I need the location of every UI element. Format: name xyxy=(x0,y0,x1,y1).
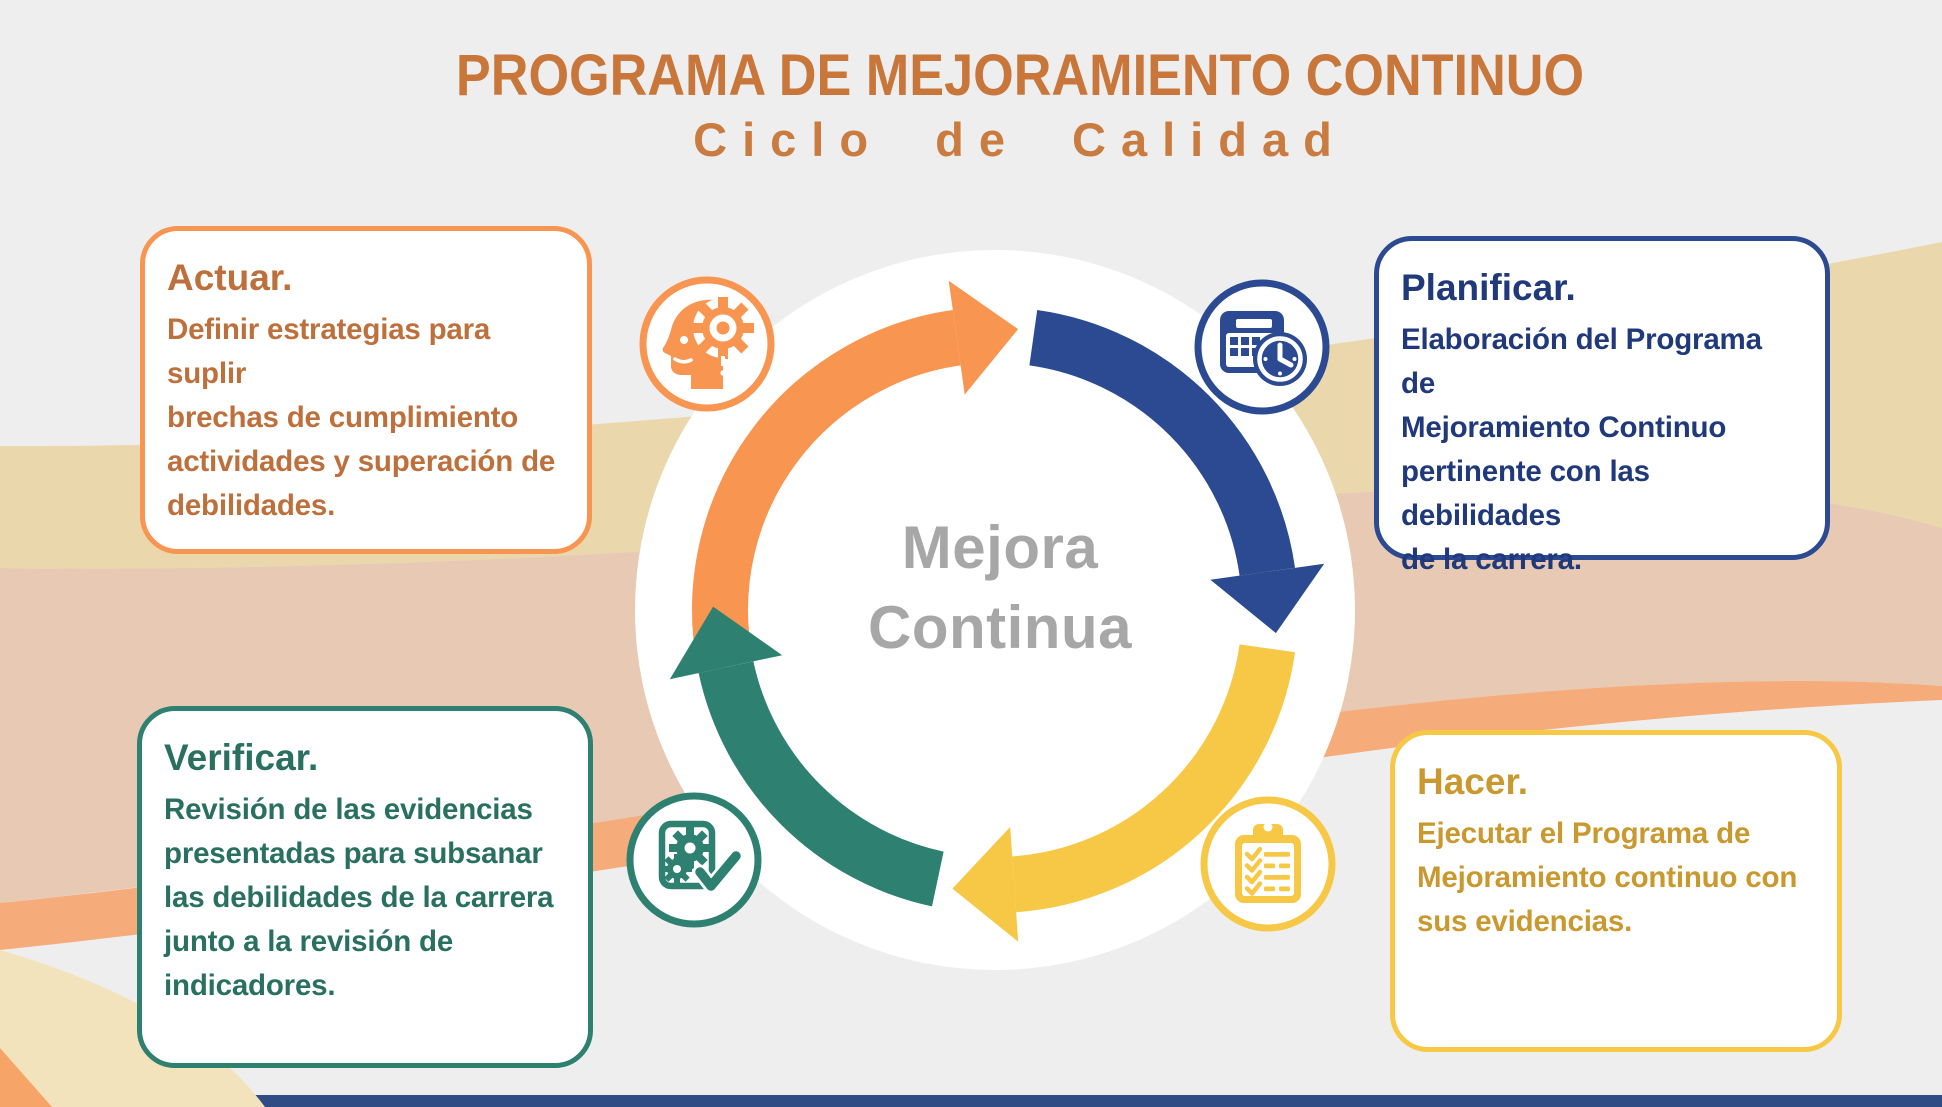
card-hacer-body: Ejecutar el Programa de Mejoramiento con… xyxy=(1417,817,1798,938)
page-subtitle: Ciclo de Calidad xyxy=(693,113,1347,166)
arc-actuar-orange xyxy=(692,309,961,653)
card-actuar-heading: Actuar. xyxy=(167,257,293,298)
card-verificar-heading: Verificar. xyxy=(164,737,319,778)
card-hacer: Hacer. Ejecutar el Programa de Mejoramie… xyxy=(1390,730,1842,1052)
card-planificar-heading: Planificar. xyxy=(1401,267,1576,308)
footer-bar xyxy=(80,1095,1942,1107)
card-hacer-heading: Hacer. xyxy=(1417,761,1529,802)
calendar-clock-icon xyxy=(1194,279,1330,415)
arc-hacer-gold xyxy=(1011,644,1296,913)
card-actuar: Actuar. Definir estrategias para suplir … xyxy=(140,226,592,554)
arc-verificar-teal xyxy=(698,660,945,907)
card-planificar: Planificar. Elaboración del Programa de … xyxy=(1374,236,1830,576)
arrowhead-orange xyxy=(948,280,1019,395)
cycle-ring xyxy=(692,309,1296,913)
cycle-center-label: Mejora Continua xyxy=(868,514,1132,661)
card-verificar-body: Revisión de las evidencias presentadas p… xyxy=(164,793,554,1002)
arrowhead-teal xyxy=(669,606,783,680)
arc-planificar-navy xyxy=(1029,309,1296,576)
document-gear-check-icon xyxy=(626,792,762,928)
card-verificar: Verificar. Revisión de las evidencias pr… xyxy=(137,706,593,1068)
card-planificar-body: Elaboración del Programa de Mejoramiento… xyxy=(1401,323,1762,576)
clipboard-checklist-icon xyxy=(1200,796,1336,932)
arrowhead-gold xyxy=(952,826,1019,942)
bg-corner-orange xyxy=(0,1048,52,1107)
page-title: PROGRAMA DE MEJORAMIENTO CONTINUO xyxy=(455,43,1585,108)
thinking-head-gear-icon xyxy=(639,276,775,412)
arrowhead-navy xyxy=(1210,563,1325,634)
card-actuar-body: Definir estrategias para suplir brechas … xyxy=(167,313,556,522)
